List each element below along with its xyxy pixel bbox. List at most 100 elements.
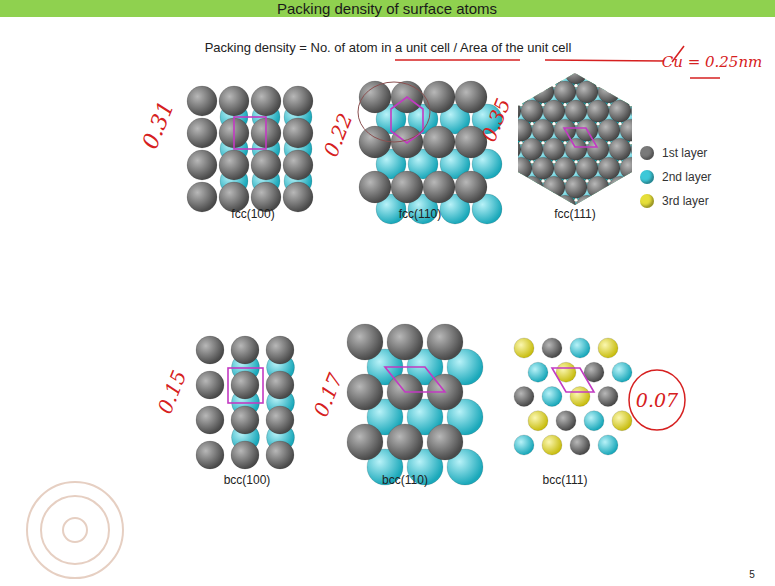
- atom: [631, 138, 653, 160]
- atom: [675, 126, 697, 148]
- atom: [565, 62, 587, 84]
- atom: [231, 371, 259, 399]
- atom: [347, 424, 383, 460]
- atom: [528, 362, 548, 382]
- atom: [510, 68, 532, 90]
- atom: [347, 374, 383, 410]
- atom: [612, 411, 632, 431]
- atom: [510, 157, 532, 179]
- atom: [653, 126, 675, 148]
- atom: [488, 183, 510, 205]
- atom: [543, 100, 565, 122]
- atom: [609, 62, 631, 84]
- atom: [664, 68, 686, 90]
- legend-swatch: [640, 146, 654, 160]
- panel-label: bcc(111): [543, 473, 588, 487]
- atom: [598, 157, 620, 179]
- atom: [528, 411, 548, 431]
- atom: [391, 171, 423, 203]
- atom: [532, 195, 554, 217]
- atom: [598, 435, 618, 455]
- atom: [554, 81, 576, 103]
- atom: [521, 62, 543, 84]
- atom: [642, 81, 664, 103]
- atom: [510, 68, 532, 90]
- atom: [631, 164, 653, 186]
- atom: [499, 214, 521, 236]
- atom: [642, 221, 664, 243]
- atom: [609, 176, 631, 198]
- atom: [576, 157, 598, 179]
- atom: [251, 86, 281, 116]
- atom: [653, 100, 675, 122]
- atom: [196, 406, 224, 434]
- atom: [196, 441, 224, 469]
- atom: [283, 118, 313, 148]
- atom: [521, 202, 543, 224]
- atom: [609, 100, 631, 122]
- atom: [598, 221, 620, 243]
- atom: [359, 126, 391, 158]
- atom: [642, 106, 664, 128]
- atom: [570, 435, 590, 455]
- atom: [653, 126, 675, 148]
- panel-label: fcc(111): [554, 207, 596, 221]
- atom: [387, 324, 423, 360]
- atom: [187, 86, 217, 116]
- atom: [565, 100, 587, 122]
- atom: [499, 202, 521, 224]
- atom: [514, 338, 534, 358]
- handwritten-note: Cu = 0.25nm: [662, 53, 763, 71]
- atom: [521, 100, 543, 122]
- atom: [427, 324, 463, 360]
- atom: [477, 62, 499, 84]
- atom: [532, 68, 554, 90]
- atom: [620, 183, 642, 205]
- atom: [620, 221, 642, 243]
- atom: [266, 406, 294, 434]
- atom: [598, 81, 620, 103]
- atom: [231, 336, 259, 364]
- atom: [620, 81, 642, 103]
- atom: [598, 195, 620, 217]
- handwritten-note: 0.31: [137, 98, 179, 153]
- title-band: [0, 0, 775, 17]
- atom: [510, 81, 532, 103]
- atom: [196, 371, 224, 399]
- legend-swatch: [640, 170, 654, 184]
- atom: [387, 424, 423, 460]
- atom: [499, 202, 521, 224]
- atom: [576, 43, 598, 65]
- atom: [266, 441, 294, 469]
- atom: [499, 240, 521, 262]
- atom: [423, 171, 455, 203]
- atom: [620, 157, 642, 179]
- atom: [576, 221, 598, 243]
- atom: [620, 68, 642, 90]
- atom: [532, 221, 554, 243]
- panel-label: fcc(100): [231, 207, 274, 221]
- atom: [347, 324, 383, 360]
- atom: [598, 68, 620, 90]
- atom: [359, 171, 391, 203]
- atom: [609, 138, 631, 160]
- atom: [620, 68, 642, 90]
- atom: [499, 164, 521, 186]
- atom: [664, 221, 686, 243]
- atom: [499, 62, 521, 84]
- panel-label: 5: [749, 569, 755, 580]
- atom: [542, 435, 562, 455]
- handwritten-note: 0.17: [309, 370, 348, 420]
- legend-text: 2nd layer: [662, 170, 711, 184]
- atom: [455, 171, 487, 203]
- atom: [587, 176, 609, 198]
- atom: [664, 106, 686, 128]
- panel-label: Packing density = No. of atom in a unit …: [205, 40, 572, 55]
- atom: [532, 221, 554, 243]
- atom: [587, 100, 609, 122]
- handwritten-note: 0.22: [319, 110, 358, 160]
- atom: [283, 182, 313, 212]
- atom: [521, 214, 543, 236]
- handwritten-note: 0.15: [153, 367, 192, 417]
